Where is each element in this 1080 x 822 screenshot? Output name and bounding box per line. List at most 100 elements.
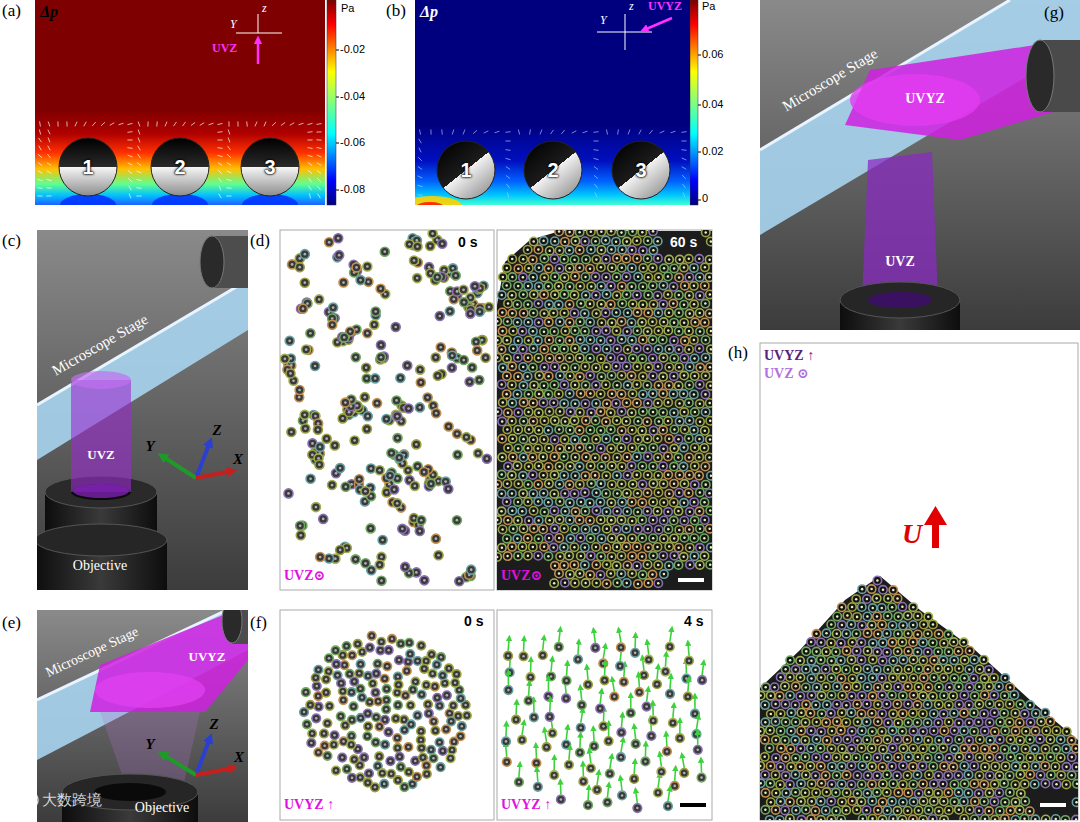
colloid-particle bbox=[535, 426, 543, 434]
colloid-particle bbox=[554, 419, 557, 422]
colloid-particle bbox=[642, 267, 645, 270]
flow-arrow bbox=[441, 129, 442, 134]
colloid-particle bbox=[678, 348, 681, 351]
colloid-particle bbox=[693, 375, 696, 378]
flow-arrow bbox=[506, 167, 510, 170]
flow-arrow bbox=[47, 154, 50, 158]
colloid-particle bbox=[624, 345, 632, 353]
colloid-particle bbox=[680, 480, 688, 488]
colloid-particle bbox=[550, 399, 558, 407]
colloid-particle bbox=[547, 501, 550, 504]
colloid-particle bbox=[355, 328, 358, 331]
pressure-map-a bbox=[35, 110, 325, 205]
colloid-particle bbox=[708, 312, 711, 315]
colloid-particle bbox=[586, 389, 594, 397]
colloid-particle bbox=[532, 240, 535, 243]
flow-arrow bbox=[227, 179, 232, 180]
colloid-particle bbox=[569, 321, 572, 324]
colloid-particle bbox=[284, 489, 293, 498]
flow-arrow bbox=[47, 163, 51, 166]
colloid-particle bbox=[690, 426, 698, 434]
colloid-particle bbox=[621, 465, 624, 468]
colloid-particle bbox=[497, 339, 499, 342]
colloid-particle bbox=[561, 489, 569, 497]
colloid-particle bbox=[553, 493, 556, 496]
flow-arrow bbox=[681, 131, 686, 133]
colloid-particle bbox=[314, 415, 317, 418]
colloid-particle bbox=[306, 474, 315, 483]
colloid-particle bbox=[611, 465, 614, 468]
colloid-particle bbox=[331, 317, 334, 320]
colloid-particle bbox=[611, 321, 614, 324]
flow-arrow bbox=[128, 170, 132, 173]
colloid-particle bbox=[538, 285, 541, 288]
colloid-particle bbox=[535, 318, 543, 326]
colloid-particle bbox=[672, 393, 675, 396]
colloid-particle bbox=[441, 242, 444, 245]
colloid-particle bbox=[604, 311, 607, 314]
colloid-particle bbox=[563, 312, 566, 315]
colloid-particle bbox=[654, 399, 662, 407]
colloid-particle bbox=[708, 456, 711, 459]
colloid-particle bbox=[673, 357, 676, 360]
colloid-particle bbox=[417, 516, 426, 525]
colloid-particle bbox=[625, 437, 628, 440]
colloid-particle bbox=[667, 401, 670, 404]
flow-arrow bbox=[227, 171, 232, 173]
flow-arrow bbox=[307, 131, 312, 133]
flow-arrow bbox=[136, 187, 141, 189]
colloid-particle bbox=[685, 453, 693, 461]
colloid-particle bbox=[398, 456, 401, 459]
colloid-particle bbox=[631, 446, 634, 449]
flow-arrow bbox=[628, 130, 630, 135]
flow-arrow bbox=[227, 163, 231, 166]
colloid-particle bbox=[668, 437, 671, 440]
colloid-particle bbox=[649, 246, 657, 254]
colloid-particle bbox=[498, 417, 506, 425]
colloid-particle bbox=[566, 462, 574, 470]
colloid-particle bbox=[554, 240, 557, 243]
colloid-particle bbox=[410, 256, 419, 265]
colloid-particle bbox=[385, 491, 388, 494]
colloid-particle bbox=[364, 562, 367, 565]
colloid-particle bbox=[643, 254, 651, 262]
colloid-particle bbox=[539, 471, 547, 479]
colloid-particle bbox=[548, 303, 551, 306]
microscope-illustration bbox=[37, 610, 248, 822]
colloid-particle bbox=[617, 480, 625, 488]
colloid-particle bbox=[328, 241, 331, 244]
flow-arrow bbox=[218, 163, 222, 166]
colloid-particle bbox=[628, 390, 636, 398]
colloid-particle bbox=[710, 330, 712, 333]
colloid-particle bbox=[537, 412, 540, 415]
colloid-particle bbox=[456, 432, 459, 435]
colloid-particle bbox=[667, 455, 670, 458]
colloid-particle bbox=[563, 474, 566, 477]
colloid-particle bbox=[622, 290, 630, 298]
colloid-particle bbox=[580, 302, 583, 305]
colloid-particle bbox=[365, 377, 368, 380]
flow-arrow bbox=[307, 155, 312, 156]
colloid-particle bbox=[535, 409, 543, 417]
flow-arrow bbox=[595, 193, 597, 198]
colloid-particle bbox=[423, 579, 426, 582]
colloid-particle bbox=[607, 230, 615, 236]
flow-arrow bbox=[540, 130, 542, 135]
colloid-particle bbox=[568, 339, 571, 342]
colloid-particle bbox=[589, 392, 592, 395]
colloid-particle bbox=[371, 374, 380, 383]
colloid-particle bbox=[416, 465, 419, 468]
colloid-particle bbox=[698, 438, 701, 441]
colloid-particle bbox=[514, 498, 522, 506]
colloid-particle bbox=[532, 366, 535, 369]
axes-icon bbox=[236, 33, 282, 34]
colloid-particle bbox=[547, 466, 550, 469]
colloid-particle bbox=[514, 282, 522, 290]
colloid-particle bbox=[683, 428, 686, 431]
colloid-particle bbox=[595, 492, 598, 495]
colloid-particle bbox=[631, 267, 634, 270]
colloid-particle bbox=[374, 310, 377, 313]
colloid-particle bbox=[291, 263, 294, 266]
colloid-particle bbox=[366, 524, 375, 533]
colloid-particle bbox=[693, 429, 696, 432]
